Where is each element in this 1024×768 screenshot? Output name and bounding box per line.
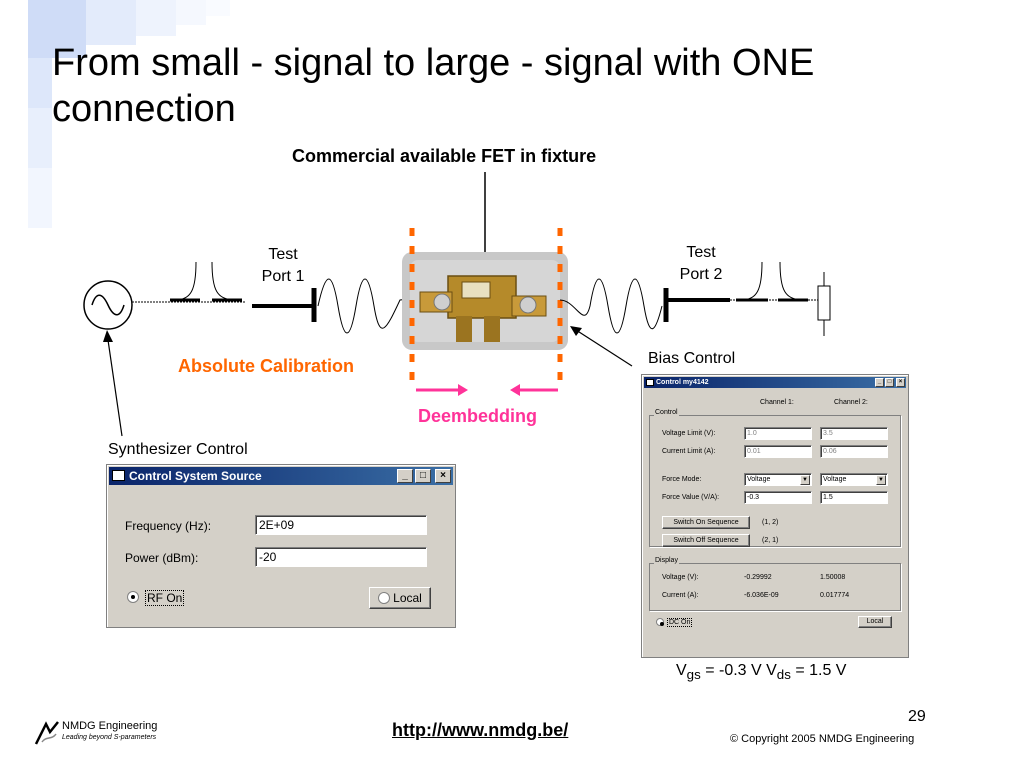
eq-ds: ds [776, 667, 791, 683]
display-group: Display Voltage (V): -0.29992 1.50008 Cu… [649, 557, 901, 611]
logo-tagline: Leading beyond S-parameters [62, 734, 157, 741]
current-ch1-value: -6.036E-09 [744, 592, 779, 599]
app-icon [112, 470, 125, 481]
absolute-calibration-label: Absolute Calibration [178, 356, 355, 376]
maximize-button[interactable]: □ [415, 469, 431, 483]
control-group-label: Control [654, 409, 679, 416]
local-button-label: Local [393, 591, 422, 605]
rf-on-label[interactable]: RF On [145, 590, 185, 606]
close-button[interactable]: × [435, 469, 451, 483]
nmdg-url-link[interactable]: http://www.nmdg.be/ [392, 720, 569, 740]
voltage-ch2-value: 1.50008 [820, 574, 846, 581]
eq-end: = 1.5 V [790, 662, 847, 679]
bias-titlebar: Control my4142 _ □ × [644, 377, 906, 388]
directional-coupler-1-icon [170, 261, 242, 302]
eq-v1: V [676, 662, 687, 679]
power-input[interactable]: -20 [255, 547, 427, 567]
minimize-button[interactable]: _ [397, 469, 413, 483]
bias-control-label: Bias Control [648, 350, 736, 367]
close-button[interactable]: × [896, 378, 905, 387]
force-mode-ch1-value: Voltage [747, 476, 771, 483]
channel-2-header: Channel 2: [834, 399, 868, 406]
voltage-limit-label: Voltage Limit (V): [662, 430, 716, 437]
local-button[interactable]: Local [369, 587, 431, 609]
nmdg-logo: NMDG Engineering Leading beyond S-parame… [32, 718, 212, 748]
channel-1-header: Channel 1: [760, 399, 794, 406]
local-radio-icon [378, 591, 391, 604]
force-value-label: Force Value (V/A): [662, 494, 720, 501]
fet-fixture-photo [402, 252, 568, 350]
current-limit-label: Current Limit (A): [662, 448, 716, 455]
chevron-down-icon: ▼ [800, 475, 810, 485]
eq-gs: gs [686, 667, 701, 683]
force-mode-label: Force Mode: [662, 476, 702, 483]
current-limit-ch2-input[interactable]: 0.06 [820, 445, 888, 458]
current-label: Current (A): [662, 592, 699, 599]
chevron-down-icon: ▼ [876, 475, 886, 485]
deembedding-label: Deembedding [418, 406, 538, 426]
dc-on-radio[interactable] [656, 618, 664, 626]
synth-titlebar: Control System Source _ □ × [109, 467, 453, 485]
bias-equation: Vgs = -0.3 V Vds = 1.5 V [676, 662, 846, 682]
switch-off-sequence-value: (2, 1) [762, 537, 779, 544]
app-icon [646, 379, 654, 386]
voltage-limit-ch2-input[interactable]: 3.5 [820, 427, 888, 440]
logo-name: NMDG Engineering [62, 720, 158, 732]
test-port-1-icon [252, 288, 317, 322]
synth-control-window: Control System Source _ □ × Frequency (H… [106, 464, 456, 628]
fet-label: Commercial available FET in fixture [292, 146, 597, 166]
eq-mid: = -0.3 V V [700, 662, 777, 679]
load-resistor-icon [817, 272, 831, 336]
minimize-button[interactable]: _ [875, 378, 884, 387]
rf-on-radio[interactable] [127, 591, 139, 603]
switch-on-sequence-button[interactable]: Switch On Sequence [662, 516, 750, 529]
force-mode-ch2-value: Voltage [823, 476, 847, 483]
bias-control-window: Control my4142 _ □ × Channel 1: Channel … [641, 374, 909, 658]
voltage-ch1-value: -0.29992 [744, 574, 772, 581]
current-ch2-value: 0.017774 [820, 592, 850, 599]
page-number: 29 [908, 708, 926, 725]
switch-on-sequence-value: (1, 2) [762, 519, 779, 526]
synthesizer-control-label: Synthesizer Control [108, 441, 248, 458]
slide-title: From small - signal to large - signal wi… [52, 42, 815, 130]
frequency-input[interactable]: 2E+09 [255, 515, 427, 535]
local-button[interactable]: Local [858, 616, 892, 628]
switch-off-sequence-button[interactable]: Switch Off Sequence [662, 534, 750, 547]
synth-window-title: Control System Source [129, 469, 262, 483]
display-group-label: Display [654, 557, 679, 564]
voltage-label: Voltage (V): [662, 574, 699, 581]
signal-source-icon [83, 280, 133, 330]
voltage-limit-ch1-input[interactable]: 1.0 [744, 427, 812, 440]
current-limit-ch1-input[interactable]: 0.01 [744, 445, 812, 458]
power-label: Power (dBm): [125, 551, 199, 565]
force-mode-ch2-select[interactable]: Voltage ▼ [820, 473, 888, 486]
force-value-ch1-input[interactable]: -0.3 [744, 491, 812, 504]
force-mode-ch1-select[interactable]: Voltage ▼ [744, 473, 812, 486]
dc-on-label[interactable]: DC On [667, 618, 693, 627]
frequency-label: Frequency (Hz): [125, 519, 212, 533]
directional-coupler-2-icon [736, 261, 808, 302]
force-value-ch2-input[interactable]: 1.5 [820, 491, 888, 504]
copyright: © Copyright 2005 NMDG Engineering [730, 733, 915, 745]
bias-window-title: Control my4142 [656, 379, 709, 386]
test-port-2-icon [663, 288, 730, 322]
nmdg-logo-icon [34, 721, 59, 745]
control-group: Control Voltage Limit (V): 1.0 3.5 Curre… [649, 409, 901, 547]
maximize-button[interactable]: □ [885, 378, 894, 387]
